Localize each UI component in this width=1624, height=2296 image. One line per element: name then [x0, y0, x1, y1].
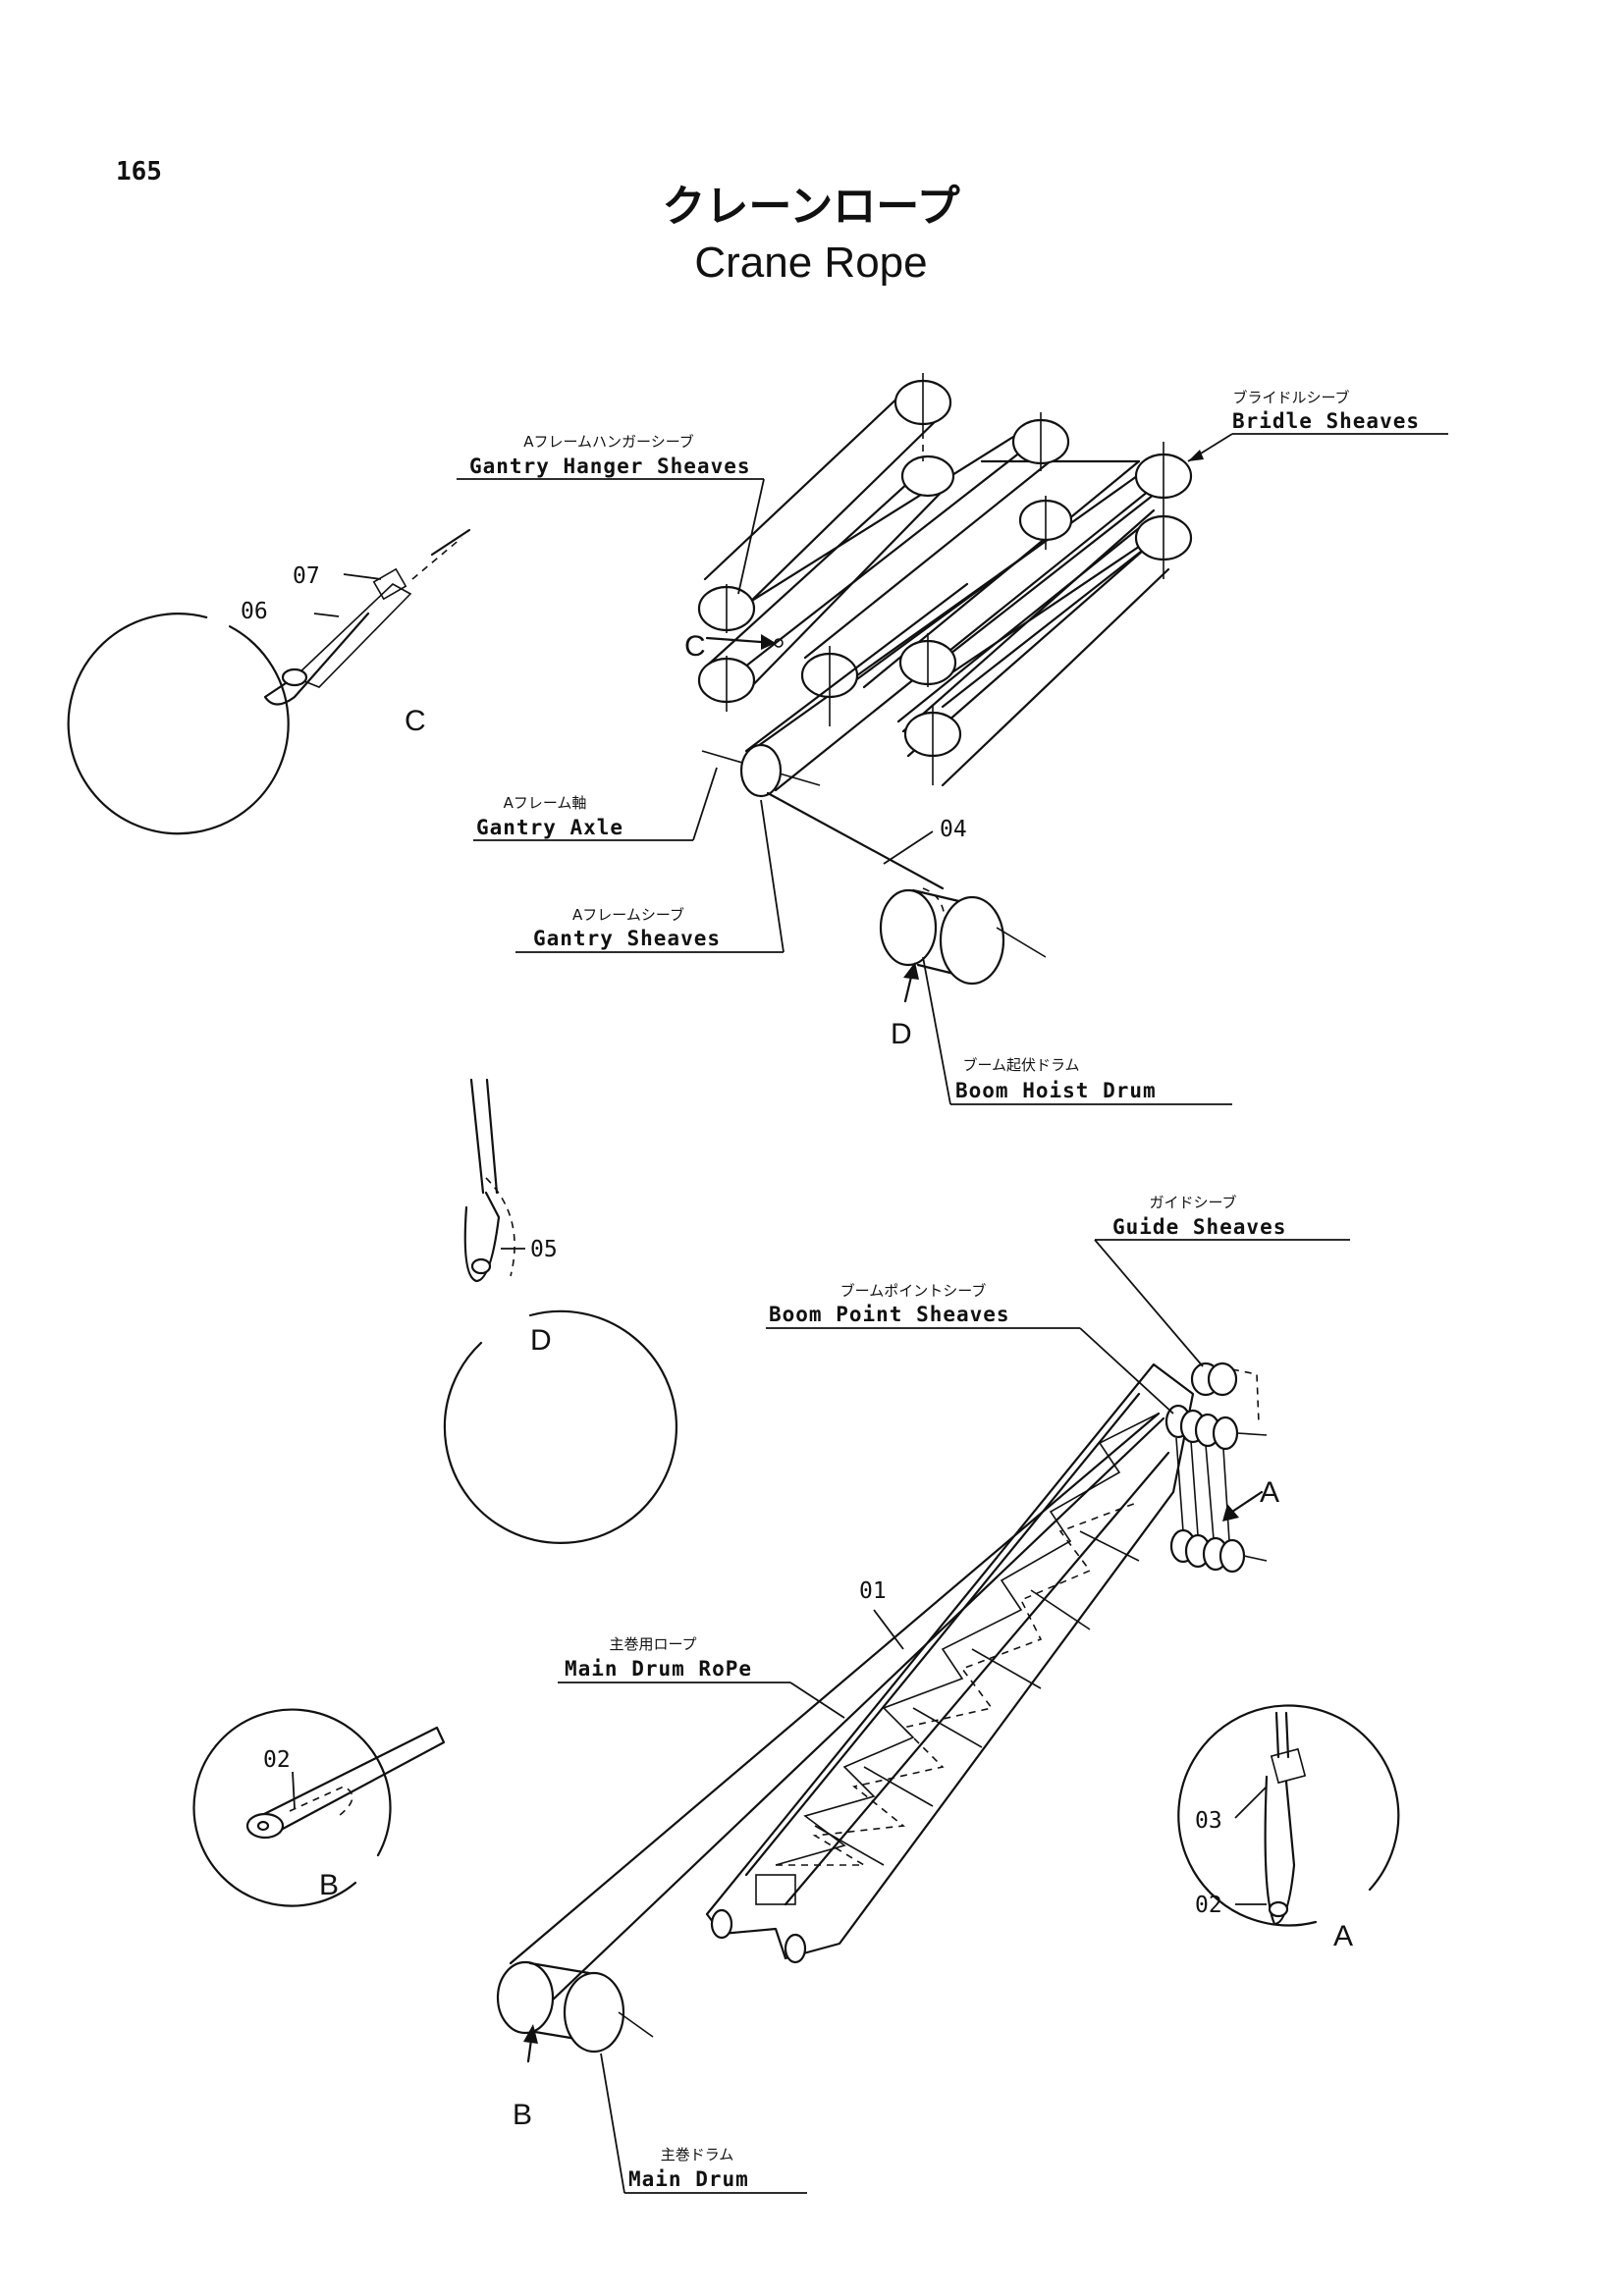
gantry-hanger-ja: Aフレームハンガーシーブ — [523, 433, 694, 451]
main-drum-en: Main Drum — [628, 2167, 749, 2191]
view-b-marker: B — [513, 2099, 532, 2131]
view-d-marker: D — [891, 1018, 912, 1050]
gantry-hanger-sheaves — [697, 585, 962, 758]
label-boom-point-sheaves: ブームポイントシーブ Boom Point Sheaves — [766, 1282, 1174, 1415]
gantry-sheaves-en: Gantry Sheaves — [533, 927, 721, 950]
label-gantry-sheaves: Aフレームシーブ Gantry Sheaves — [515, 799, 785, 953]
label-bridle-sheaves: ブライドルシーブ Bridle Sheaves — [1187, 389, 1448, 462]
gantry-sheave — [701, 582, 969, 798]
boom-hoist-drum-en: Boom Hoist Drum — [955, 1079, 1157, 1102]
detail-c-letter: C — [405, 705, 426, 737]
part-03-number: 03 — [1195, 1808, 1222, 1834]
view-c-marker: C — [684, 630, 706, 663]
label-gantry-hanger-sheaves: Aフレームハンガーシーブ Gantry Hanger Sheaves — [457, 433, 765, 595]
view-a-marker: A — [1260, 1476, 1279, 1509]
bridle-sheaves-ja: ブライドルシーブ — [1232, 389, 1349, 406]
title-english: Crane Rope — [694, 239, 927, 287]
part-06-number: 06 — [241, 599, 268, 624]
guide-sheaves — [1190, 1362, 1260, 1424]
boom-assembly — [496, 1362, 1268, 2063]
part-02-number-b: 02 — [263, 1747, 291, 1773]
detail-b: 02 B — [192, 1708, 446, 1907]
detail-a: 03 02 A — [1177, 1704, 1400, 1952]
part-02-number-a: 02 — [1195, 1893, 1222, 1918]
label-boom-hoist-drum: ブーム起伏ドラム Boom Hoist Drum — [922, 956, 1232, 1105]
detail-a-letter: A — [1333, 1920, 1353, 1952]
view-b-pointer — [523, 2024, 538, 2063]
sheave-axle-ticks — [726, 373, 1164, 785]
view-d-pointer — [903, 962, 919, 1003]
gantry-axle-en: Gantry Axle — [476, 816, 623, 839]
boom-point-ja: ブームポイントシーブ — [840, 1282, 987, 1300]
boom-foot — [755, 1874, 796, 1905]
label-gantry-axle: Aフレーム軸 Gantry Axle — [473, 767, 718, 841]
boom-point-en: Boom Point Sheaves — [769, 1303, 1010, 1326]
main-drum — [496, 1960, 654, 2054]
rope-04-line — [766, 791, 945, 890]
part-01-number: 01 — [859, 1578, 887, 1604]
bridle-sheaves-en: Bridle Sheaves — [1232, 409, 1420, 433]
gantry-axle-ja: Aフレーム軸 — [504, 794, 587, 812]
part-04-callout: 04 — [883, 817, 967, 865]
title-japanese: クレーンロープ — [662, 182, 959, 232]
part-05-number: 05 — [530, 1237, 558, 1262]
boom-point-sheaves — [1164, 1404, 1268, 1574]
detail-c: 07 06 C — [67, 528, 471, 835]
page-number: 165 — [116, 157, 162, 187]
guide-sheaves-en: Guide Sheaves — [1112, 1215, 1286, 1239]
part-01-callout: 01 — [859, 1578, 904, 1650]
gantry-bridle-sheave-assembly — [697, 373, 1193, 1003]
label-main-drum-rope: 主巻用ロープ Main Drum RoPe — [558, 1635, 845, 1719]
label-main-drum: 主巻ドラム Main Drum — [600, 2053, 807, 2194]
label-guide-sheaves: ガイドシーブ Guide Sheaves — [1094, 1194, 1350, 1367]
main-drum-rope-en: Main Drum RoPe — [565, 1657, 752, 1681]
gantry-sheaves-ja: Aフレームシーブ — [572, 906, 684, 924]
detail-d-letter: D — [530, 1324, 552, 1357]
main-drum-ja: 主巻ドラム — [661, 2146, 734, 2163]
detail-b-letter: B — [319, 1869, 339, 1901]
main-drum-rope-line — [509, 1412, 1161, 1965]
main-drum-rope-ja: 主巻用ロープ — [609, 1635, 696, 1653]
boom-hoist-drum — [879, 887, 1047, 986]
detail-d: 05 D — [443, 1078, 678, 1544]
boom-hoist-drum-ja: ブーム起伏ドラム — [962, 1056, 1079, 1074]
part-07-number: 07 — [293, 563, 320, 589]
part-04-number: 04 — [940, 817, 967, 842]
gantry-hanger-en: Gantry Hanger Sheaves — [469, 454, 751, 478]
view-c-pointer — [705, 634, 784, 650]
bridle-sheaves — [893, 379, 1193, 561]
boom-lattice — [775, 1413, 1160, 1866]
guide-sheaves-ja: ガイドシーブ — [1149, 1194, 1236, 1211]
view-a-pointer — [1222, 1490, 1264, 1522]
